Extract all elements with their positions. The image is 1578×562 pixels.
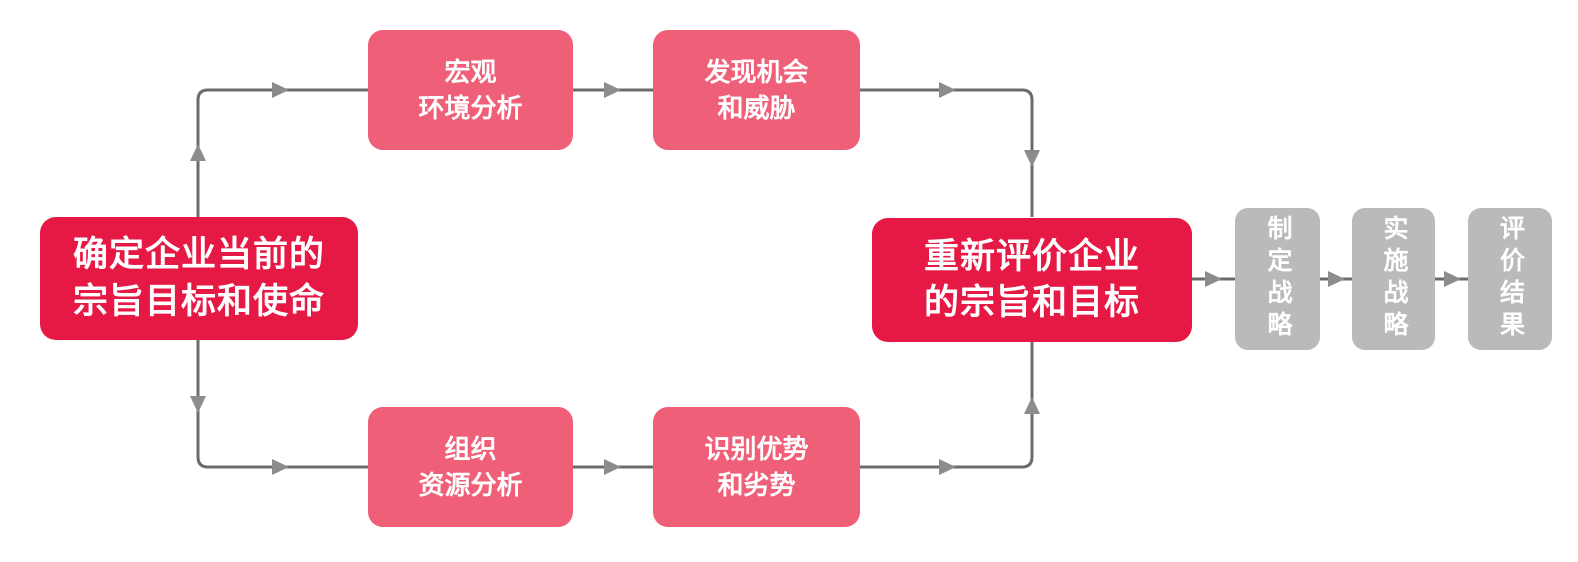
node-implement-label: 实施战略	[1380, 215, 1408, 343]
connector-implement-to-evaluate	[1435, 271, 1468, 287]
connector-mission-to-macro	[190, 82, 368, 217]
connector-formulate-to-implement	[1320, 271, 1352, 287]
node-resources-line2: 资源分析	[418, 470, 523, 500]
arrow-up-icon	[190, 144, 206, 161]
node-current-mission-line2: 宗旨目标和使命	[72, 281, 325, 321]
node-resources-line1: 组织	[444, 433, 497, 464]
arrow-up-icon	[1024, 397, 1040, 414]
arrow-right-icon	[604, 459, 621, 475]
arrow-right-icon	[939, 82, 956, 98]
node-formulate-strategy: 制定战略	[1235, 208, 1320, 350]
node-evaluate-results: 评价结果	[1468, 208, 1552, 350]
connector-macro-to-opportunities	[573, 82, 653, 98]
node-implement-strategy: 实施战略	[1352, 208, 1435, 350]
node-reevaluate-goals: 重新评价企业 的宗旨和目标	[872, 218, 1192, 342]
node-current-mission: 确定企业当前的 宗旨目标和使命	[40, 217, 358, 340]
arrow-right-icon	[939, 459, 956, 475]
arrow-down-icon	[1024, 150, 1040, 167]
node-organization-resource-analysis: 组织 资源分析	[368, 407, 573, 527]
node-reevaluate-line1: 重新评价企业	[923, 236, 1140, 276]
arrow-right-icon	[272, 459, 289, 475]
node-evaluate-label: 评价结果	[1496, 215, 1525, 343]
node-strengths-line1: 识别优势	[704, 433, 809, 464]
node-macro-environment-analysis: 宏观 环境分析	[368, 30, 573, 150]
node-opportunities-line1: 发现机会	[704, 56, 809, 87]
node-opportunities-threats: 发现机会 和威胁	[653, 30, 860, 150]
connector-strengths-to-reevaluate	[860, 342, 1040, 475]
arrow-right-icon	[1328, 271, 1345, 287]
arrow-down-icon	[190, 396, 206, 413]
node-macro-line1: 宏观	[444, 56, 497, 87]
arrow-right-icon	[604, 82, 621, 98]
node-macro-line2: 环境分析	[418, 93, 523, 123]
arrow-right-icon	[1205, 271, 1222, 287]
arrow-right-icon	[272, 82, 289, 98]
node-current-mission-line1: 确定企业当前的	[72, 235, 325, 275]
node-strengths-weaknesses: 识别优势 和劣势	[653, 407, 860, 527]
node-strengths-line2: 和劣势	[717, 470, 796, 500]
arrow-right-icon	[1444, 271, 1461, 287]
connector-resources-to-strengths	[573, 459, 653, 475]
connector-mission-to-resources	[190, 340, 368, 475]
connector-opportunities-to-reevaluate	[860, 82, 1040, 217]
node-formulate-label: 制定战略	[1264, 215, 1292, 343]
connector-reevaluate-to-formulate	[1192, 271, 1235, 287]
node-reevaluate-line2: 的宗旨和目标	[923, 283, 1140, 322]
node-opportunities-line2: 和威胁	[717, 93, 796, 123]
